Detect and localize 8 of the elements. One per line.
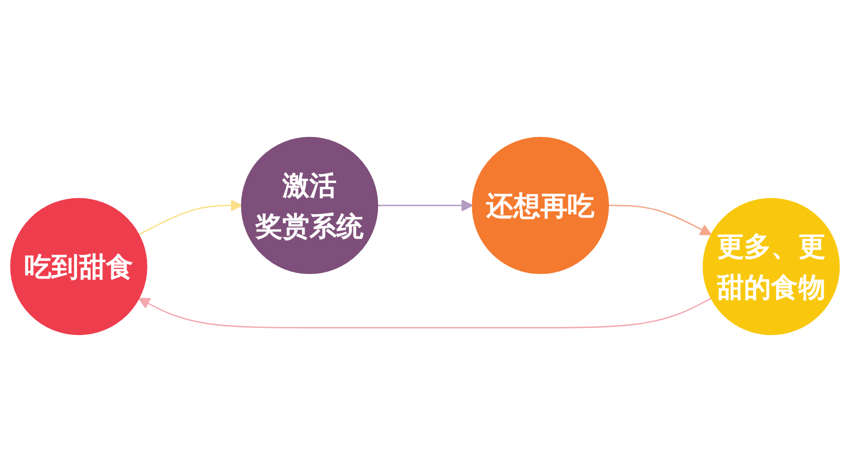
arrow [608, 204, 712, 236]
node-circle: 吃到甜食 [10, 198, 148, 336]
node-circle: 更多、更甜的食物 [702, 198, 840, 336]
node-circle: 还想再吃 [472, 136, 609, 274]
node-circle: 激活奖赏系统 [241, 136, 378, 274]
arrow [138, 199, 242, 236]
arrow [138, 298, 712, 328]
arrow [377, 199, 474, 212]
